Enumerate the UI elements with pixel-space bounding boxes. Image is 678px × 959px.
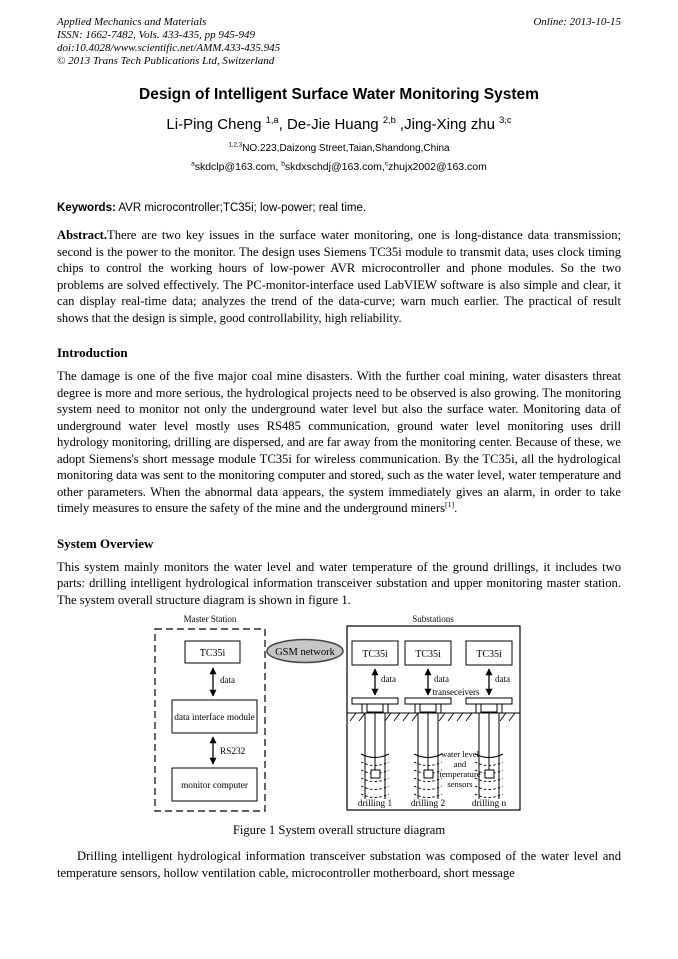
gsm-network-ellipse [266,638,344,664]
email-superscript: c [384,160,389,168]
system-overview-paragraph: This system mainly monitors the water le… [57,559,621,607]
issn-line: ISSN: 1662-7482, Vols. 433-435, pp 945-9… [57,29,255,41]
copyright-line: © 2013 Trans Tech Publications Ltd, Swit… [57,55,275,67]
substation-tc35i-box [351,640,399,666]
gsm-network-label: GSM network [275,647,336,658]
drilling-label: drilling 2 [411,799,446,809]
author-name: De-Jie Huang [286,116,383,133]
email-address: skdxschdj@163.com, [284,161,385,173]
author-separator: , [278,116,287,133]
monitor-computer-box [171,767,258,802]
abstract-paragraph: Abstract.There are two key issues in the… [57,227,621,326]
doi-line: doi:10.4028/www.scientific.net/AMM.433-4… [57,42,281,54]
journal-title: Applied Mechanics and Materials [57,16,207,28]
system-structure-diagram: Master Station TC35i data data interface… [154,614,521,812]
journal-header-left: Applied Mechanics and Materials ISSN: 16… [57,16,280,68]
email-address: zhujx2002@163.com [388,161,487,173]
abstract-label: Abstract. [57,228,108,242]
introduction-tail: . [454,501,458,515]
author-superscript: 3,c [499,115,512,125]
substation-tc35i-box [465,640,513,666]
affiliation-text: NO.223,Daizong Street,Taian,Shandong,Chi… [242,143,450,154]
keywords-text: AVR microcontroller;TC35i; low-power; re… [115,202,367,214]
substations-box [346,625,521,811]
master-station-label: Master Station [184,614,237,624]
email-address: skdclp@163.com, [194,161,282,173]
keywords-label: Keywords: [57,202,116,214]
data-interface-module-label: data interface module [174,712,255,723]
introduction-text: The damage is one of the five major coal… [57,369,621,515]
affiliation-superscript: 1,2,3 [228,141,243,149]
data-arrow-label: data [220,675,235,685]
journal-header: Applied Mechanics and Materials ISSN: 16… [57,16,621,68]
abstract-text: There are two key issues in the surface … [57,228,621,325]
ground-hatching [349,712,516,722]
section-heading-introduction: Introduction [57,345,128,360]
keywords-line: Keywords: AVR microcontroller;TC35i; low… [57,201,621,215]
drilling-label: drilling 1 [358,799,393,809]
drilling-well [351,697,399,799]
monitor-computer-label: monitor computer [181,781,249,791]
closing-paragraph: Drilling intelligent hydrological inform… [57,849,621,880]
master-tc35i-box [184,640,241,664]
master-station-box [154,628,266,812]
figure-1: Master Station TC35i data data interface… [57,611,621,821]
substation-tc35i-label: TC35i [415,649,441,660]
drilling-well [465,697,513,799]
affiliation-line: 1,2,3NO.223,Daizong Street,Taian,Shandon… [57,141,621,155]
sensors-annotation-line: and [454,759,467,769]
substation-tc35i-label: TC35i [362,649,388,660]
author-separator: , [395,116,405,133]
data-interface-module-box [171,699,258,734]
drilling-well [404,697,452,799]
author-name: Jing-Xing zhu [404,116,500,133]
substations-label: Substations [412,614,454,624]
substation-tc35i-label: TC35i [476,649,502,660]
emails-line: askdclp@163.com, bskdxschdj@163.com,czhu… [57,161,621,174]
author-name: Li-Ping Cheng [166,116,266,133]
email-superscript: b [281,160,285,168]
section-heading-system-overview: System Overview [57,535,154,551]
sensor [370,769,381,779]
sensors-annotation-line: temperature [439,769,480,779]
author-superscript: 2,b [382,115,396,125]
sensors-annotation-line: sensors [447,779,473,789]
data-arrow-label: data [495,674,510,684]
data-arrow-label: data [381,674,396,684]
email-superscript: a [191,160,195,168]
sensors-annotation-line: water level [441,749,480,759]
drilling-label: drilling n [472,799,507,809]
figure-caption: Figure 1 System overall structure diagra… [232,823,446,837]
online-date: Online: 2013-10-15 [533,16,621,28]
rs232-label: RS232 [220,747,246,757]
author-superscript: 1,a [265,115,279,125]
master-tc35i-label: TC35i [200,648,226,659]
substation-tc35i-box [404,640,452,666]
data-arrow-label: data [434,674,449,684]
sensor [484,769,495,779]
paper-title: Design of Intelligent Surface Water Moni… [139,86,539,103]
transceivers-label: transeceivers [433,687,480,697]
introduction-paragraph: The damage is one of the five major coal… [57,368,621,517]
sensor [423,769,434,779]
citation-reference: [1] [444,499,455,509]
authors-line: Li-Ping Cheng 1,a, De-Jie Huang 2,b ,Jin… [57,115,621,135]
